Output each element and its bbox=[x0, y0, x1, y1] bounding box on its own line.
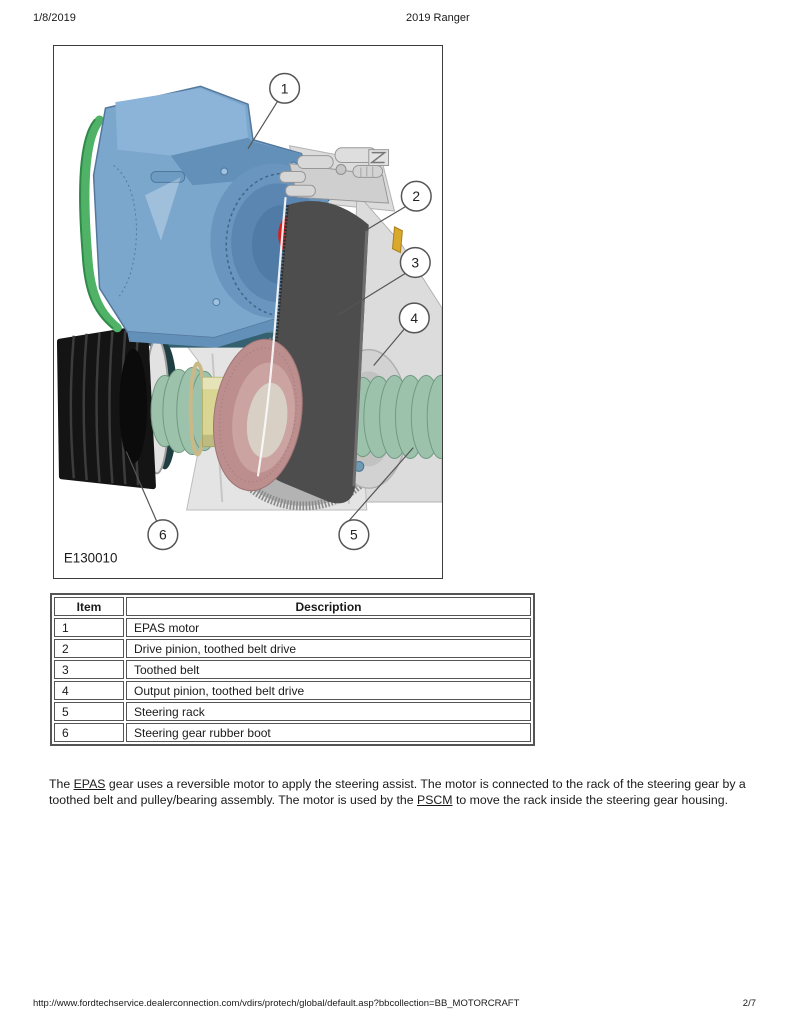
paragraph-text: to move the rack inside the steering gea… bbox=[452, 792, 729, 807]
callout-5: 5 bbox=[338, 519, 370, 551]
svg-text:1: 1 bbox=[281, 80, 289, 96]
item-cell: 5 bbox=[54, 702, 124, 721]
item-description-table: Item Description 1 EPAS motor 2 Drive pi… bbox=[50, 593, 535, 746]
description-cell: EPAS motor bbox=[126, 618, 531, 637]
description-cell: Output pinion, toothed belt drive bbox=[126, 681, 531, 700]
epas-link[interactable]: EPAS bbox=[73, 777, 106, 791]
table-row: 4 Output pinion, toothed belt drive bbox=[54, 681, 531, 700]
item-cell: 3 bbox=[54, 660, 124, 679]
pscm-link[interactable]: PSCM bbox=[417, 792, 453, 807]
table-header-row: Item Description bbox=[54, 597, 531, 616]
item-cell: 4 bbox=[54, 681, 124, 700]
svg-text:3: 3 bbox=[411, 254, 419, 270]
table-row: 5 Steering rack bbox=[54, 702, 531, 721]
callout-2: 2 bbox=[400, 180, 432, 212]
footer-page-indicator: 2/7 bbox=[742, 998, 756, 1009]
item-cell: 6 bbox=[54, 723, 124, 742]
pulley-bearing-disc bbox=[212, 338, 303, 492]
table-row: 1 EPAS motor bbox=[54, 618, 531, 637]
column-header-description: Description bbox=[126, 597, 531, 616]
cutaway-line bbox=[256, 197, 287, 477]
callout-1: 1 bbox=[269, 72, 301, 104]
callout-leaders bbox=[125, 100, 414, 523]
description-cell: Steering gear rubber boot bbox=[126, 723, 531, 742]
svg-text:6: 6 bbox=[159, 527, 167, 543]
motor-tab bbox=[150, 170, 186, 183]
paragraph-text: gear uses a reversible motor to apply th… bbox=[49, 777, 746, 807]
description-cell: Steering rack bbox=[126, 702, 531, 721]
column-header-item: Item bbox=[54, 597, 124, 616]
svg-text:4: 4 bbox=[410, 310, 418, 326]
header-title: 2019 Ranger bbox=[406, 12, 470, 24]
table-row: 3 Toothed belt bbox=[54, 660, 531, 679]
table-row: 6 Steering gear rubber boot bbox=[54, 723, 531, 742]
svg-text:2: 2 bbox=[412, 188, 420, 204]
gold-clip bbox=[391, 226, 403, 254]
paragraph-text: The bbox=[49, 777, 74, 791]
footer-url: http://www.fordtechservice.dealerconnect… bbox=[33, 998, 520, 1009]
steering-gear-figure: 1 2 3 4 5 6 E130010 bbox=[53, 45, 443, 579]
header-date: 1/8/2019 bbox=[33, 12, 76, 24]
motor-gasket bbox=[80, 115, 122, 333]
steering-gear-diagram: 1 2 3 4 5 6 E130010 bbox=[56, 72, 442, 565]
motor-connectors bbox=[279, 147, 390, 204]
callout-4: 4 bbox=[398, 302, 430, 334]
callout-6: 6 bbox=[147, 519, 179, 551]
item-cell: 2 bbox=[54, 639, 124, 658]
item-cell: 1 bbox=[54, 618, 124, 637]
figure-id-label: E130010 bbox=[64, 550, 118, 565]
description-paragraph: The EPAS gear uses a reversible motor to… bbox=[49, 777, 755, 809]
description-cell: Toothed belt bbox=[126, 660, 531, 679]
table-row: 2 Drive pinion, toothed belt drive bbox=[54, 639, 531, 658]
description-cell: Drive pinion, toothed belt drive bbox=[126, 639, 531, 658]
svg-text:5: 5 bbox=[350, 527, 358, 543]
callout-3: 3 bbox=[399, 246, 431, 279]
